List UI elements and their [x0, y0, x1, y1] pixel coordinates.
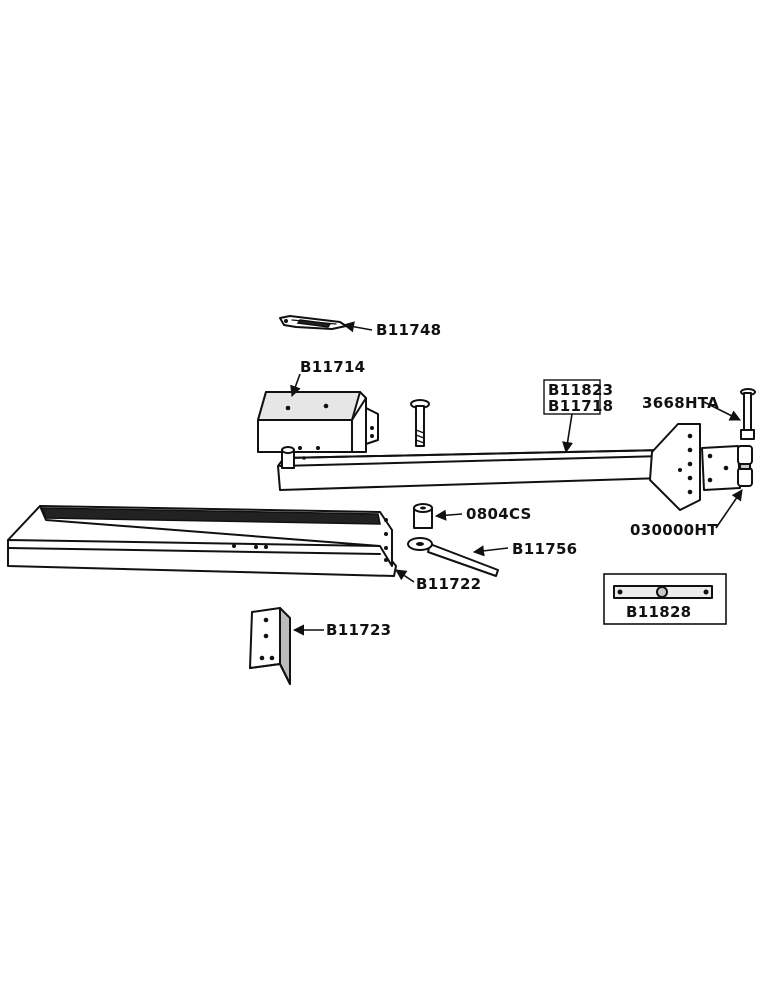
leader-b11823 — [562, 413, 574, 454]
part-b11718-plate — [649, 423, 701, 511]
part-b11756-rod — [407, 537, 499, 577]
label-b11748: B11748 — [376, 321, 441, 339]
leader-0804cs — [434, 509, 463, 521]
part-3668hta-bolt — [740, 388, 756, 440]
part-b11823-beam — [277, 446, 665, 491]
leader-b11756 — [472, 545, 509, 557]
leader-b11714 — [290, 373, 301, 398]
label-b11823: B11823 — [548, 381, 613, 399]
leader-030000ht — [715, 489, 743, 529]
part-b11722-rail — [7, 505, 397, 577]
part-030000ht-hinge — [701, 445, 753, 491]
label-b11828: B11828 — [626, 603, 691, 621]
label-3668hta: 3668HTA — [642, 394, 719, 412]
label-b11714: B11714 — [300, 358, 365, 376]
label-b11723: B11723 — [326, 621, 391, 639]
label-b11756: B11756 — [512, 540, 577, 558]
label-b11718: B11718 — [548, 397, 613, 415]
part-bolt-vertical — [410, 399, 430, 447]
part-b11723-bracket — [249, 607, 291, 685]
part-b11748-clip — [279, 315, 347, 330]
part-0804cs-spacer — [413, 503, 433, 529]
part-b11714-box — [257, 391, 379, 453]
label-0804cs: 0804CS — [466, 505, 532, 523]
label-030000ht: 030000HT — [630, 521, 718, 539]
part-b11828-frame — [603, 573, 727, 625]
leader-b11748 — [342, 321, 373, 333]
leader-3668hta — [703, 401, 742, 421]
label-b11722: B11722 — [416, 575, 481, 593]
leader-b11722 — [395, 569, 415, 583]
